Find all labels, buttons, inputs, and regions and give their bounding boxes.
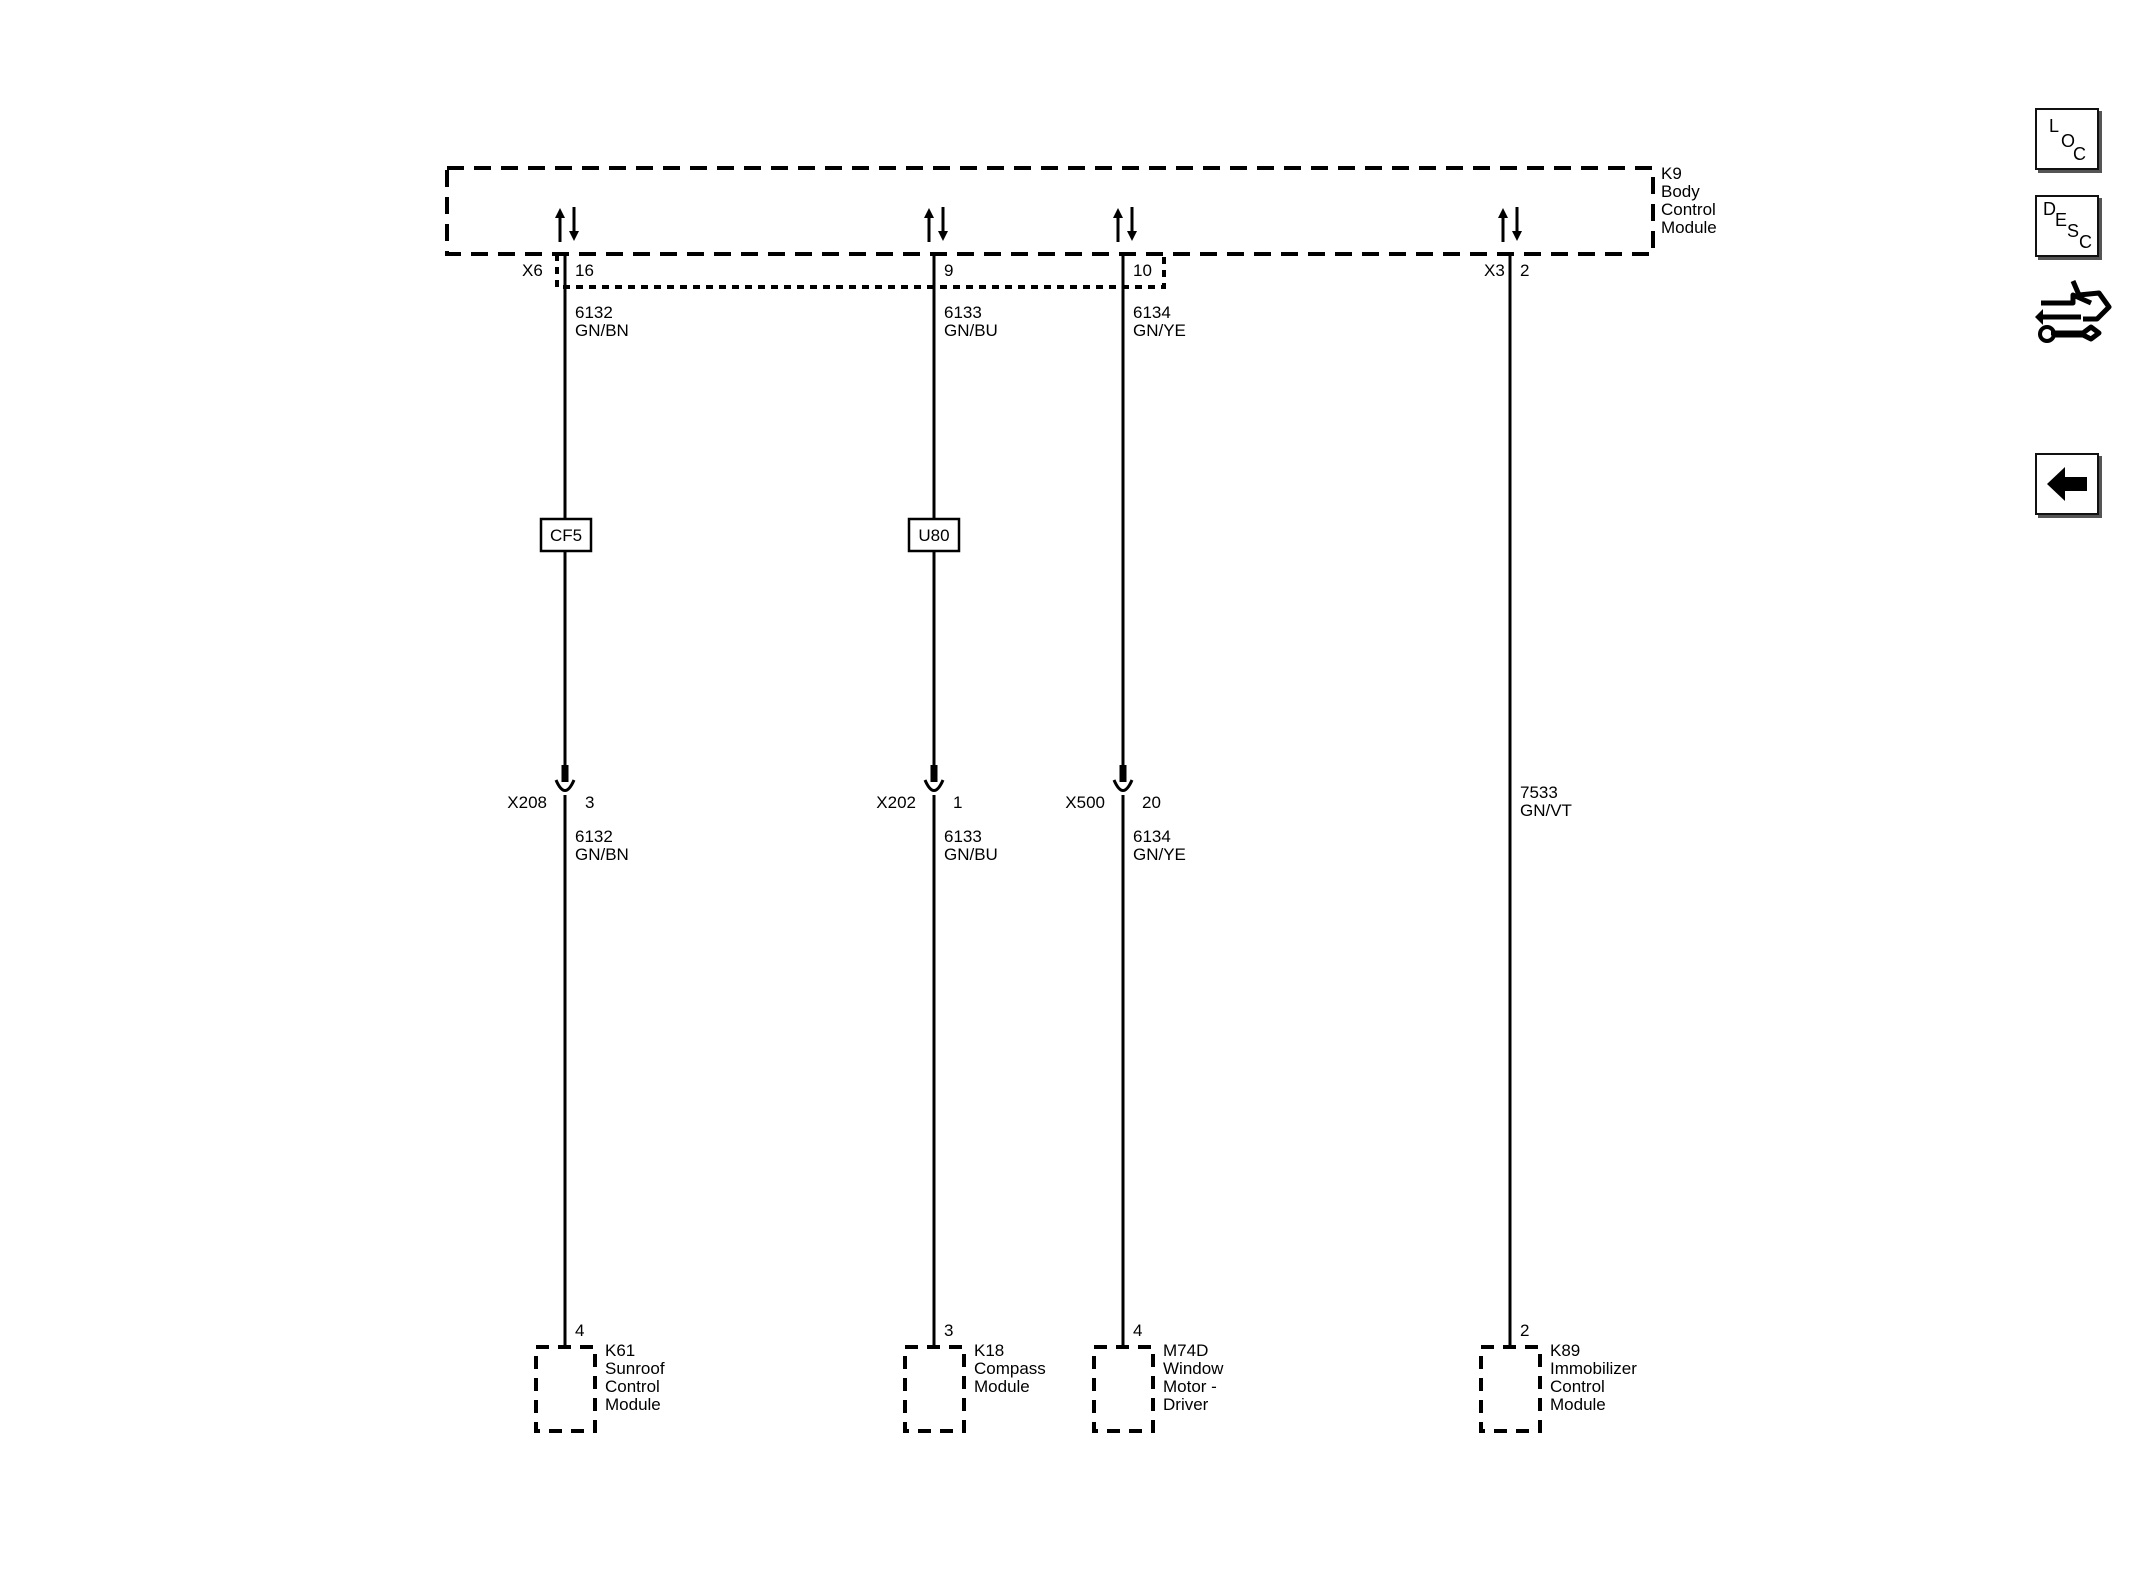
loc-letter-l: L [2049,116,2060,136]
wire-color-4: GN/VT [1520,801,1572,820]
back-button[interactable] [2035,453,2099,515]
wire-number-1: 6132 [575,303,613,322]
inline-connector-label-1: X208 [507,793,547,812]
module-label-4d: Module [1550,1395,1606,1414]
desc-letter-c: C [2079,232,2092,252]
pin-bottom-4: 2 [1520,1321,1529,1340]
module-label-1b: Sunroof [605,1359,665,1378]
pin-top-2: 9 [944,261,953,280]
inline-connector-pin-2: 1 [953,793,962,812]
inline-connector-label-3: X500 [1065,793,1105,812]
wire-color-1b: GN/BN [575,845,629,864]
x6-connector-label: X6 [522,261,543,280]
wire-color-1: GN/BN [575,321,629,340]
desc-letter-e: E [2055,210,2068,230]
desc-letter-d: D [2043,199,2056,219]
connector-socket-2 [923,779,945,792]
pin-bottom-3: 4 [1133,1321,1142,1340]
bcm-label-line1: K9 [1661,164,1682,183]
wire-color-2b: GN/BU [944,845,998,864]
module-box-m74d [1092,1345,1155,1433]
module-label-2a: K18 [974,1341,1004,1360]
serial-data-arrow-icon-4 [1498,207,1522,242]
inline-splice-box-1 [539,517,593,553]
module-label-3b: Window [1163,1359,1224,1378]
module-label-1c: Control [605,1377,660,1396]
inline-splice-box-2 [907,517,961,553]
wire-number-3: 6134 [1133,303,1171,322]
serial-data-arrow-icon-3 [1113,207,1137,242]
description-button[interactable]: D E S C [2035,195,2099,257]
bcm-label-line4: Module [1661,218,1717,237]
module-box-k18 [903,1345,966,1433]
module-label-4a: K89 [1550,1341,1580,1360]
back-arrow-icon [2047,467,2087,501]
module-label-2b: Compass [974,1359,1046,1378]
bcm-label-line3: Control [1661,200,1716,219]
wire-color-2: GN/BU [944,321,998,340]
pin-top-3: 10 [1133,261,1152,280]
wire-color-3b: GN/YE [1133,845,1186,864]
x6-connector-box [555,254,1166,289]
module-box-k89 [1479,1345,1542,1433]
pin-top-1: 16 [575,261,594,280]
inline-connector-label-2: X202 [876,793,916,812]
serial-data-arrow-icon-1 [555,207,579,242]
module-box-k61 [534,1345,597,1433]
module-label-4c: Control [1550,1377,1605,1396]
desc-letter-s: S [2067,221,2080,241]
module-label-1d: Module [605,1395,661,1414]
wire-number-3b: 6134 [1133,827,1171,846]
wire-number-1b: 6132 [575,827,613,846]
inline-splice-label-1: CF5 [550,526,582,545]
inline-connector-pin-1: 3 [585,793,594,812]
wire-number-4: 7533 [1520,783,1558,802]
module-label-3c: Motor - [1163,1377,1217,1396]
module-label-3a: M74D [1163,1341,1208,1360]
loc-letter-o: O [2061,131,2076,151]
module-label-2c: Module [974,1377,1030,1396]
pin-bottom-2: 3 [944,1321,953,1340]
connector-tools-icon[interactable] [2033,273,2117,355]
module-label-3d: Driver [1163,1395,1209,1414]
bcm-label-line2: Body [1661,182,1700,201]
x3-connector-label: X3 [1484,261,1505,280]
module-label-4b: Immobilizer [1550,1359,1637,1378]
connector-socket-3 [1112,779,1134,792]
pin-bottom-1: 4 [575,1321,584,1340]
wire-number-2b: 6133 [944,827,982,846]
location-button[interactable]: L O C [2035,108,2099,170]
loc-letter-c: C [2073,144,2086,164]
wire-color-3: GN/YE [1133,321,1186,340]
pin-top-4: 2 [1520,261,1529,280]
module-label-1a: K61 [605,1341,635,1360]
bcm-module-box [445,166,1655,256]
inline-connector-pin-3: 20 [1142,793,1161,812]
inline-splice-label-2: U80 [918,526,949,545]
connector-socket-1 [554,779,576,792]
serial-data-arrow-icon-2 [924,207,948,242]
wire-number-2: 6133 [944,303,982,322]
